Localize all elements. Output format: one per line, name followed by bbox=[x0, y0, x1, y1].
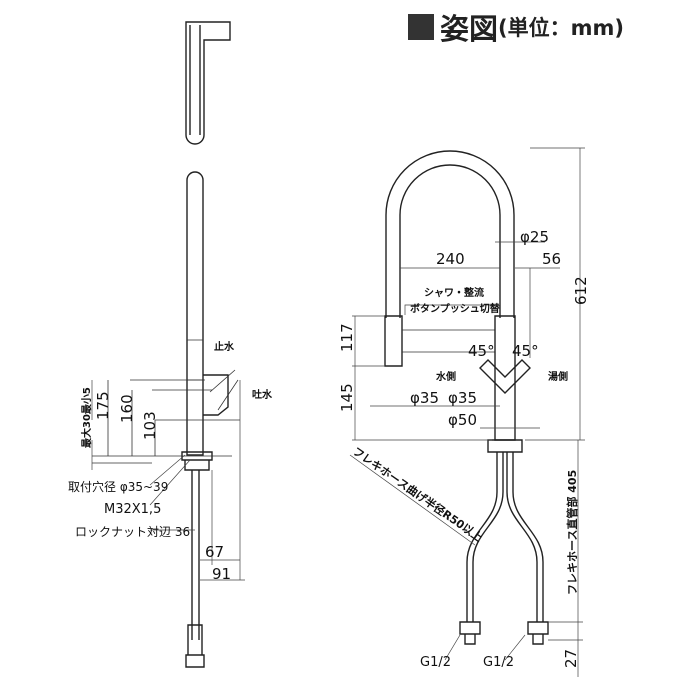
thread-label: M32X1,5 bbox=[104, 502, 161, 517]
dia-35-right: φ35 bbox=[448, 389, 477, 407]
drawing-title: 姿図 (単位：mm) bbox=[408, 6, 624, 48]
g-right: G1/2 bbox=[483, 655, 514, 670]
dia-25: φ25 bbox=[520, 228, 549, 246]
lever bbox=[203, 374, 229, 416]
hose-bend-label: フレキホース曲げ半径R50以上 bbox=[350, 444, 485, 545]
hot-side-label: 湯側 bbox=[548, 370, 568, 383]
unit-label: (単位：mm) bbox=[498, 16, 624, 40]
dim-145: 145 bbox=[338, 383, 356, 412]
locknut-label: ロックナット対辺 36 bbox=[75, 525, 190, 539]
body bbox=[494, 315, 516, 441]
angle-left: 45° bbox=[468, 342, 495, 360]
shower-label-1: シャワ・整流 bbox=[424, 286, 484, 299]
dia-50: φ50 bbox=[448, 411, 477, 429]
dim-67: 67 bbox=[205, 543, 224, 561]
side-view: 175 160 103 最大30最小5 止水 吐水 取付穴径 φ35~39 M3… bbox=[68, 21, 273, 668]
stop-water-label: 止水 bbox=[214, 340, 235, 353]
hose-right bbox=[506, 452, 538, 622]
dim-91: 91 bbox=[212, 565, 231, 583]
dim-240: 240 bbox=[436, 250, 465, 268]
g-left: G1/2 bbox=[420, 655, 451, 670]
handle-top bbox=[185, 21, 231, 145]
supply-pipe bbox=[191, 470, 200, 640]
spout-tube bbox=[186, 171, 204, 456]
title-square-icon bbox=[408, 14, 434, 40]
dim-175: 175 bbox=[94, 391, 112, 420]
front-view: φ25 240 56 612 シャワ・整流 ボタンプッシュ切替 117 145 … bbox=[338, 147, 590, 677]
title-text: 姿図 bbox=[440, 12, 499, 46]
dim-103: 103 bbox=[141, 411, 159, 440]
angle-right: 45° bbox=[512, 342, 539, 360]
lever-handle bbox=[479, 359, 531, 394]
shower-label-2: ボタンプッシュ切替 bbox=[410, 302, 501, 315]
mount-hole-label: 取付穴径 φ35~39 bbox=[68, 479, 168, 494]
spout-water-label: 吐水 bbox=[252, 388, 273, 401]
hose-left bbox=[466, 452, 498, 622]
base bbox=[487, 439, 523, 453]
cold-side-label: 水側 bbox=[435, 370, 456, 383]
dim-56: 56 bbox=[542, 250, 561, 268]
dim-27: 27 bbox=[562, 649, 580, 668]
dim-612: 612 bbox=[572, 276, 590, 305]
dia-35-left: φ35 bbox=[410, 389, 439, 407]
dim-117: 117 bbox=[338, 323, 356, 352]
dim-160: 160 bbox=[118, 394, 136, 423]
gooseneck bbox=[385, 150, 515, 318]
hose-length-label: フレキホース直管部 405 bbox=[565, 470, 579, 595]
max-min-label: 最大30最小5 bbox=[80, 387, 93, 448]
spout-head bbox=[384, 315, 403, 367]
